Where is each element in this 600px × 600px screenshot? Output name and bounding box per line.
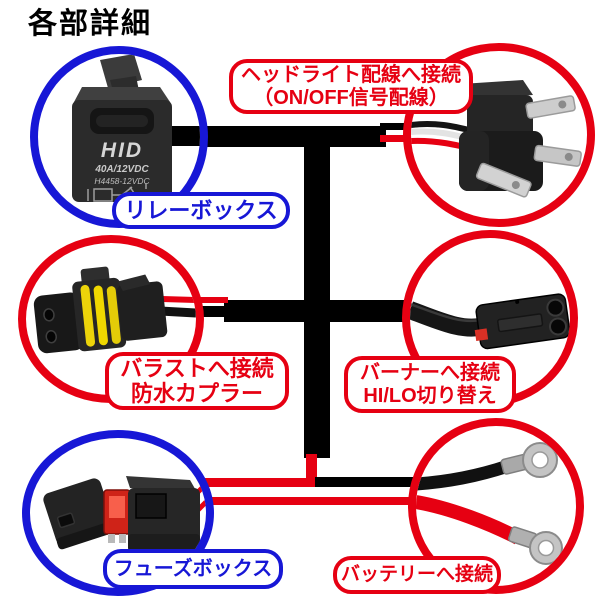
headlight-connector-circle [403, 43, 595, 227]
page-title: 各部詳細 [28, 8, 153, 40]
wire-battery-red [190, 497, 436, 505]
blade-fuse [103, 489, 131, 543]
ballast-label-line2: 防水カプラー [130, 381, 263, 406]
ballast-label-line1: バラストへ接続 [120, 355, 274, 381]
burner-label: バーナーへ接続 HI/LO切り替え [344, 356, 516, 413]
wire-main-vertical [304, 126, 330, 458]
burner-label-line1: バーナーへ接続 [360, 361, 500, 384]
relay-label: リレーボックス [112, 192, 290, 229]
yellow-seal-rings [80, 284, 121, 347]
relay-box-circle: HID 40A/12VDC H4458-12VDC [30, 46, 208, 228]
wire-coupler-red [184, 297, 228, 303]
h4-connector-photo [411, 80, 582, 198]
black-ring-terminal [522, 442, 558, 478]
wire-junction-elbow-red [306, 454, 317, 486]
battery-label-text: バッテリーへ接続 [340, 564, 493, 586]
headlight-label: ヘッドライト配線へ接続 （ON/OFF信号配線） [229, 59, 473, 114]
battery-label: バッテリーへ接続 [333, 556, 501, 594]
relay-wire-stub [166, 126, 200, 146]
burner-connector-photo [410, 293, 570, 350]
spade-terminals [475, 95, 582, 198]
connector-red-latch [474, 328, 489, 341]
relay-model-text: H4458-12VDC [94, 176, 150, 186]
battery-terminals-photo [416, 442, 563, 565]
fuse-box-photo [43, 476, 206, 552]
wire-coupler-black [180, 306, 228, 317]
ballast-label: バラストへ接続 防水カプラー [105, 352, 289, 410]
relay-spec-text: 40A/12VDC [94, 164, 149, 175]
fuse-label: フューズボックス [103, 549, 283, 589]
relay-box-photo: HID 40A/12VDC H4458-12VDC [72, 54, 200, 202]
relay-brand-text: HID [101, 139, 143, 162]
burner-label-line2: HI/LO切り替え [363, 384, 497, 407]
battery-terminals-circle [408, 418, 584, 594]
fuse-box-circle [22, 430, 214, 596]
red-ring-terminal [529, 531, 563, 565]
headlight-label-line1: ヘッドライト配線へ接続 [241, 63, 461, 86]
waterproof-coupler-photo [33, 266, 196, 354]
wire-fuse-red-upper [190, 478, 318, 487]
wire-battery-black [315, 477, 430, 487]
headlight-label-line2: （ON/OFF信号配線） [253, 86, 449, 109]
wire-ballast-to-burner [224, 300, 424, 322]
fuse-box-lid [43, 478, 116, 550]
wire-relay-to-junction [196, 126, 386, 147]
relay-label-text: リレーボックス [124, 197, 278, 223]
fuse-label-text: フューズボックス [113, 557, 273, 580]
